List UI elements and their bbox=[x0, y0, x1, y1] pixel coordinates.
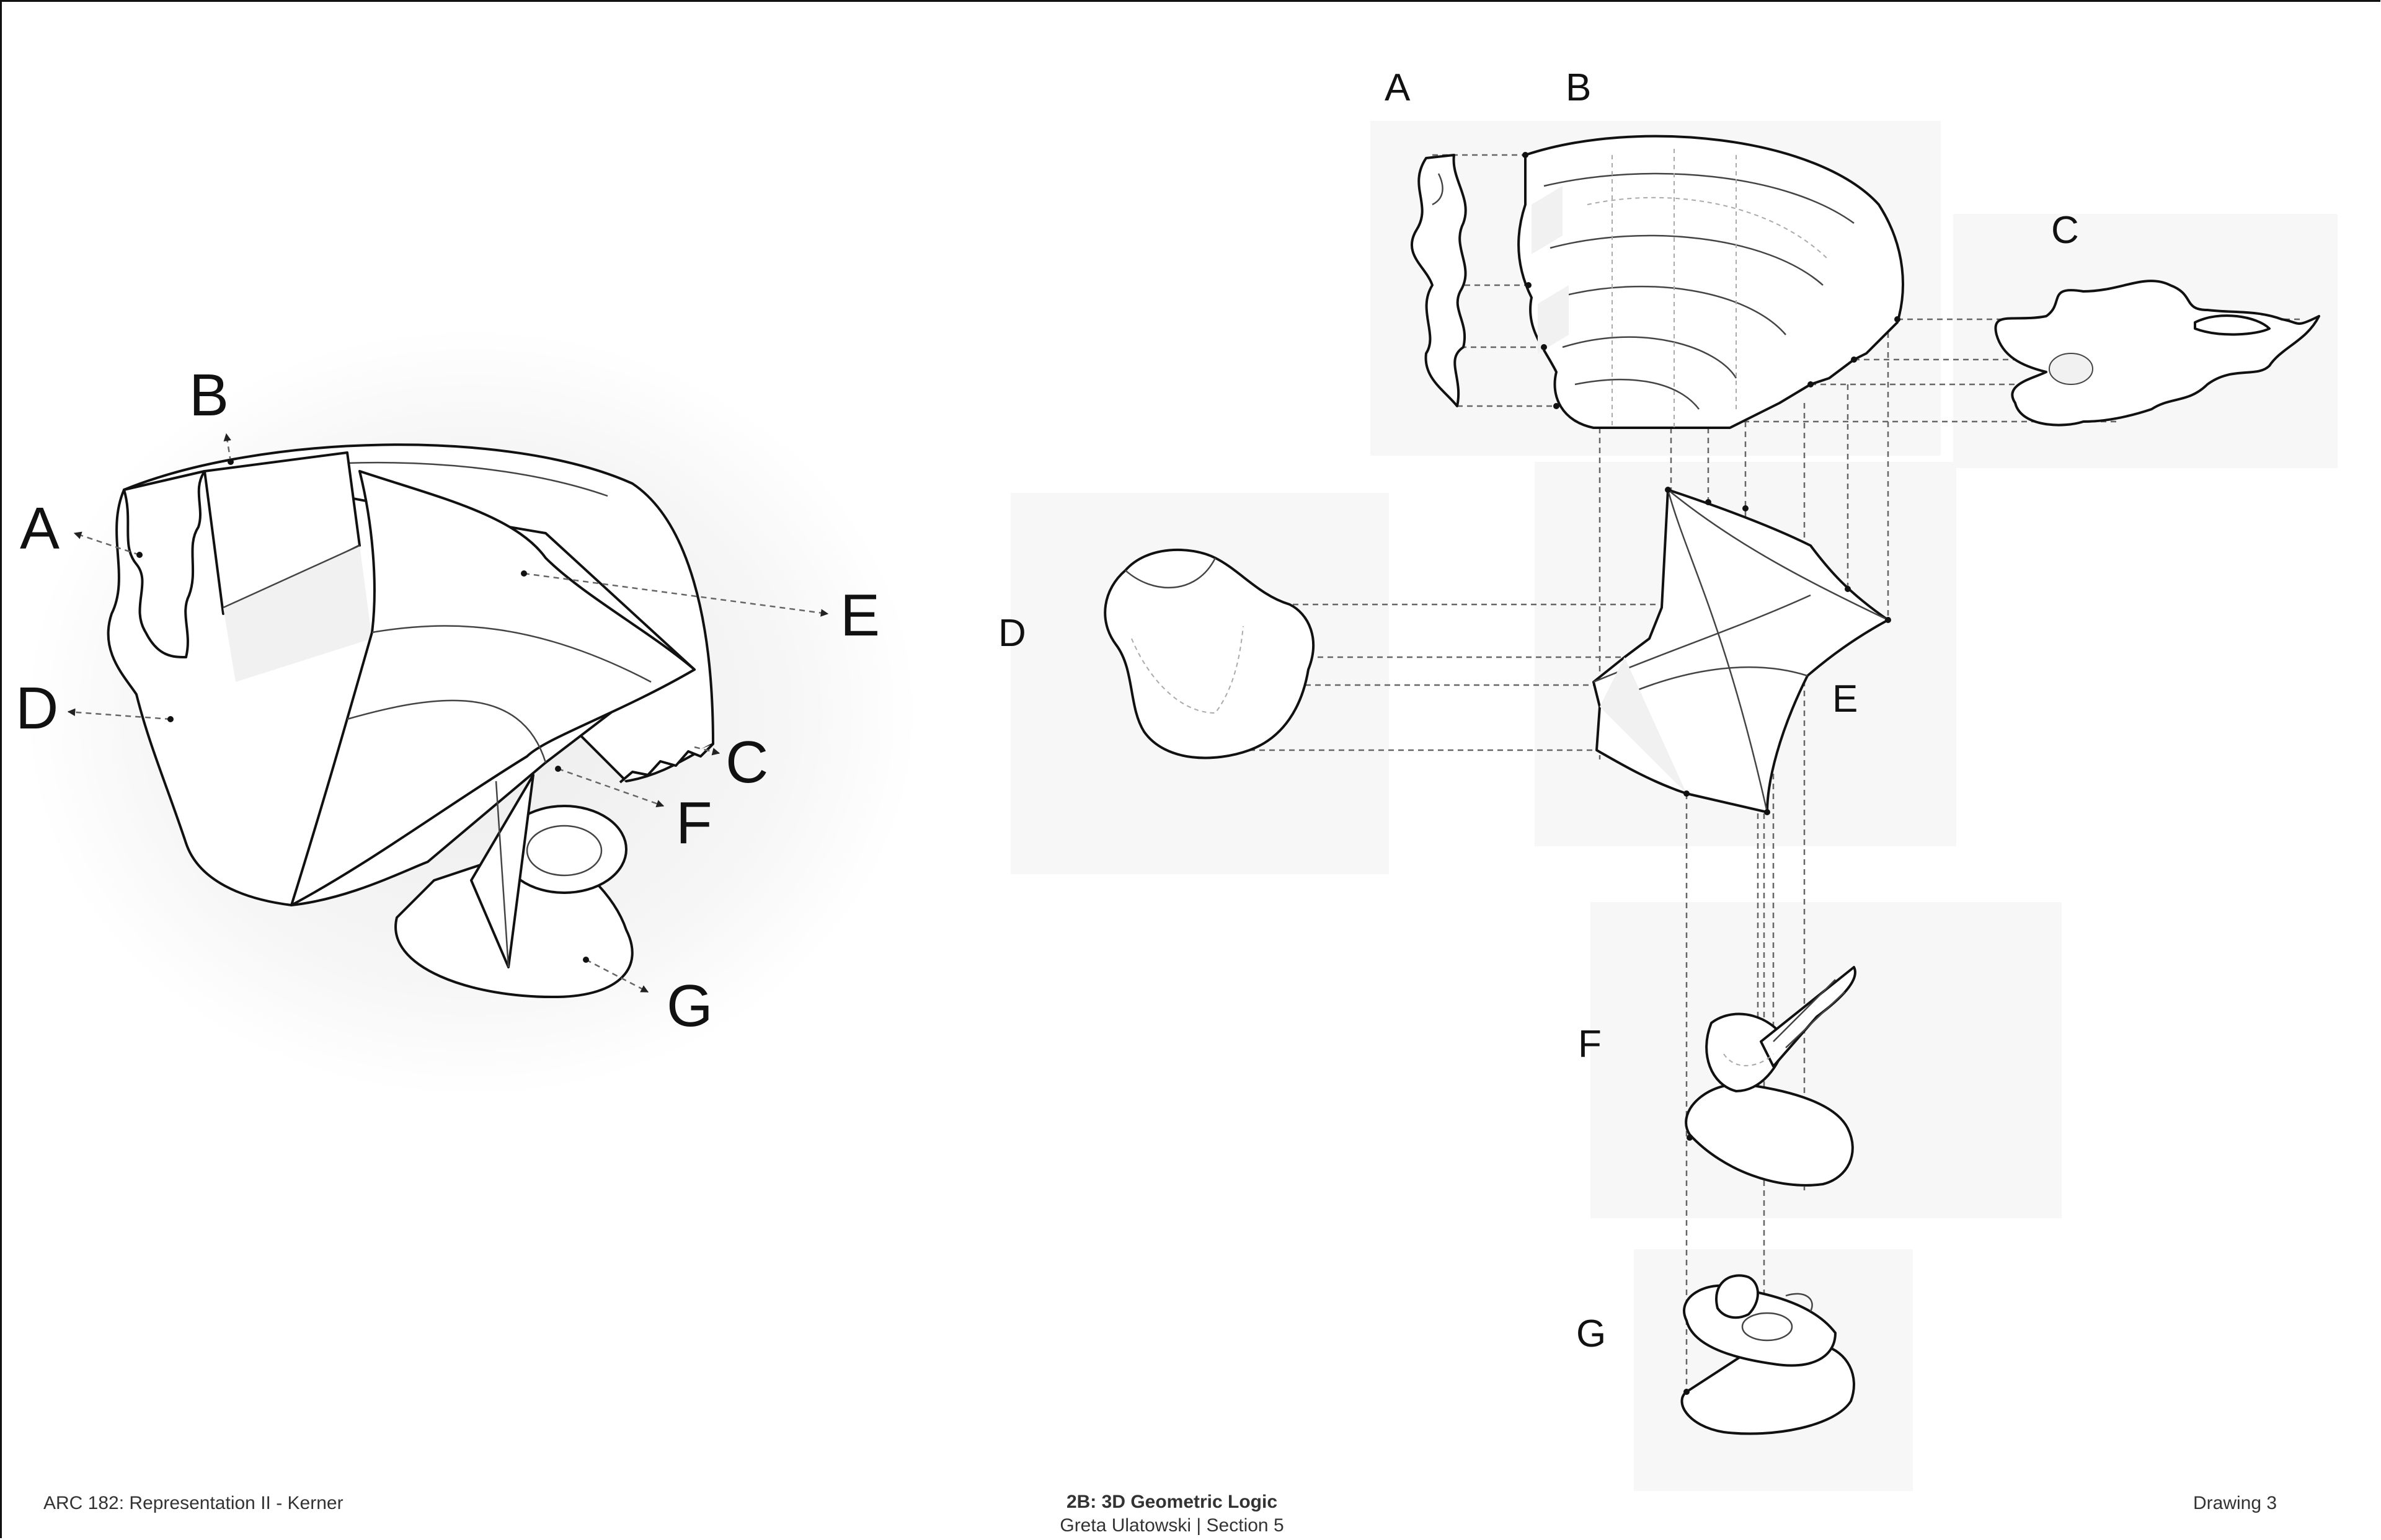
assembly-label-c: C bbox=[725, 729, 768, 795]
assembly-label-f: F bbox=[676, 790, 712, 856]
exploded-part-f bbox=[1685, 966, 1856, 1187]
exploded-part-a bbox=[1410, 154, 1467, 407]
footer-title: 2B: 3D Geometric Logic bbox=[1066, 1492, 1278, 1512]
exploded-label-f: F bbox=[1578, 1023, 1602, 1066]
exploded-label-a: A bbox=[1385, 66, 1411, 109]
footer-course: ARC 182: Representation II - Kerner bbox=[43, 1493, 344, 1513]
assembly-label-e: E bbox=[840, 582, 880, 648]
exploded-part-d bbox=[1104, 548, 1315, 759]
exploded-part-e bbox=[1592, 489, 1889, 813]
part-e-plane bbox=[290, 470, 696, 906]
assembly-label-d: D bbox=[16, 675, 58, 741]
part-c-edge bbox=[619, 743, 714, 784]
assembly-label-b: B bbox=[189, 362, 229, 428]
footer-drawing-number: Drawing 3 bbox=[2193, 1493, 2277, 1513]
exploded-label-e: E bbox=[1832, 678, 1858, 720]
exploded-label-d: D bbox=[998, 612, 1026, 655]
assembly-callouts: B A D E C F G bbox=[16, 362, 880, 1039]
exploded-label-g: G bbox=[1576, 1312, 1606, 1355]
assembled-object bbox=[25, 329, 918, 1097]
exploded-label-b: B bbox=[1566, 66, 1591, 109]
part-a-wave bbox=[123, 470, 206, 658]
exploded-joint-dots bbox=[1522, 152, 1900, 1395]
footer-author-section: Greta Ulatowski | Section 5 bbox=[1060, 1515, 1284, 1536]
assembly-label-a: A bbox=[20, 495, 60, 562]
exploded-label-c: C bbox=[2051, 209, 2079, 252]
footer-title-block: 2B: 3D Geometric Logic Greta Ulatowski |… bbox=[1054, 1490, 1290, 1538]
exploded-part-g bbox=[1680, 1274, 1855, 1435]
exploded-callouts: A B C D E F G bbox=[998, 66, 2079, 1355]
assembly-label-g: G bbox=[667, 973, 713, 1039]
